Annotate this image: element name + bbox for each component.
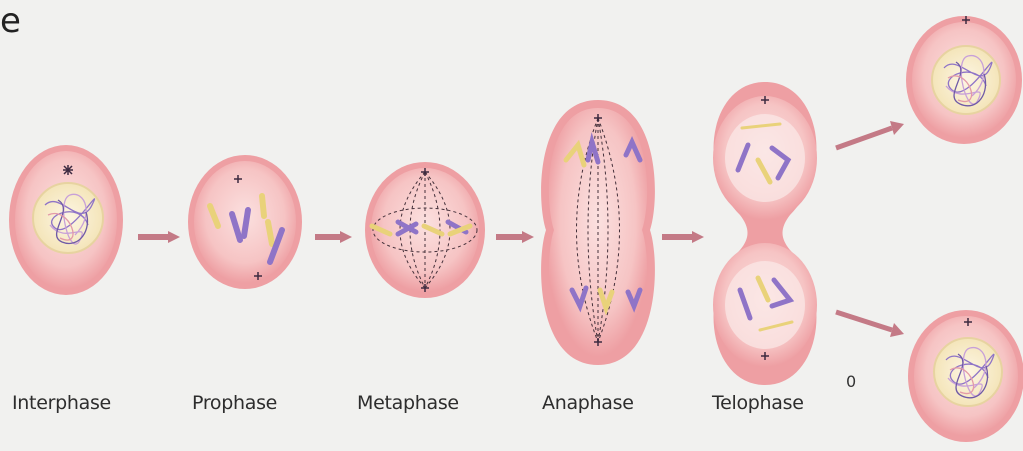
metaphase-cell — [365, 162, 485, 298]
daughter-cell-bottom — [908, 310, 1023, 442]
label-anaphase: Anaphase — [542, 392, 634, 414]
arrow-to-daughter-top — [836, 121, 904, 148]
arrow-interphase-prophase — [138, 231, 180, 243]
stray-mark: 0 — [846, 372, 856, 391]
interphase-cell — [9, 145, 123, 295]
label-telophase: Telophase — [712, 392, 804, 414]
corner-text: e — [0, 4, 21, 38]
arrow-metaphase-anaphase — [496, 231, 534, 243]
prophase-cell — [188, 155, 302, 289]
daughter-cell-top — [906, 16, 1022, 144]
arrow-anaphase-telophase — [662, 231, 704, 243]
centrosome-icon — [63, 165, 73, 175]
arrow-to-daughter-bottom — [836, 312, 904, 337]
label-interphase: Interphase — [12, 392, 111, 414]
label-prophase: Prophase — [192, 392, 277, 414]
arrow-prophase-metaphase — [315, 231, 352, 243]
telophase-cell — [713, 82, 817, 385]
anaphase-cell — [541, 100, 655, 365]
label-metaphase: Metaphase — [357, 392, 459, 414]
